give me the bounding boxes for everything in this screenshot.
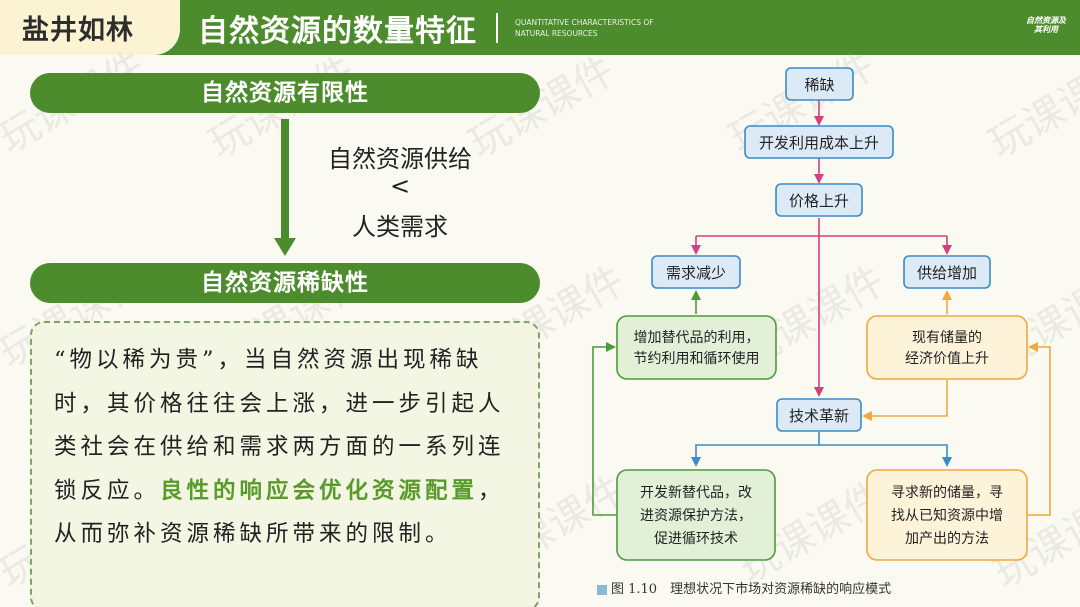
node-scarcity-label: 稀缺 xyxy=(804,76,834,94)
demand-text: 人类需求 xyxy=(352,213,448,241)
page-title: 自然资源的数量特征 xyxy=(198,14,477,49)
node-reserve-line1: 现有储量的 xyxy=(912,330,982,346)
quote-highlight: 良性的响应会优化资源配置 xyxy=(160,477,479,504)
node-demand-down: 需求减少 xyxy=(651,255,741,289)
figure-caption-text: 图 1.10 理想状况下市场对资源稀缺的响应模式 xyxy=(611,582,892,597)
less-than-symbol: < xyxy=(389,172,411,200)
quote-text: “物以稀为贵”，当自然资源出现稀缺时，其价格往往会上涨，进一步引起人类社会在供给… xyxy=(54,347,505,504)
node-price-up-label: 价格上升 xyxy=(789,192,849,210)
node-cost-up-label: 开发利用成本上升 xyxy=(759,134,879,152)
node-seek-line1: 寻求新的储量，寻 xyxy=(891,485,1003,501)
down-arrow-icon xyxy=(274,238,296,256)
figure-caption: 图 1.10 理想状况下市场对资源稀缺的响应模式 xyxy=(597,578,891,597)
node-tech: 技术革新 xyxy=(776,398,862,432)
node-develop-line2: 进资源保护方法， xyxy=(640,508,752,524)
corner-logo: 自然资源及其利用 xyxy=(1026,16,1066,34)
header-bar: 盐井如林 自然资源的数量特征 QUANTITATIVE CHARACTERIST… xyxy=(0,0,1080,55)
arrow-reserve-to-tech xyxy=(862,380,948,421)
node-substitute-line1: 增加替代品的利用， xyxy=(634,330,760,346)
node-develop-substitute: 开发新替代品，改 进资源保护方法， 促进循环技术 xyxy=(616,469,776,561)
node-develop-line1: 开发新替代品，改 xyxy=(640,485,752,501)
author-name: 盐井如林 xyxy=(22,15,134,46)
node-tech-label: 技术革新 xyxy=(789,407,849,425)
node-seek-line3: 加产出的方法 xyxy=(905,531,989,547)
node-cost-up: 开发利用成本上升 xyxy=(744,125,894,159)
supply-text: 自然资源供给 xyxy=(328,145,472,173)
finiteness-pill: 自然资源有限性 xyxy=(30,73,540,113)
quote-text-end: ，从而弥补资源稀缺所带来的限制。 xyxy=(54,477,505,548)
node-reserve-value: 现有储量的 经济价值上升 xyxy=(866,315,1028,380)
node-price-up: 价格上升 xyxy=(775,183,863,217)
quote-paragraph: “物以稀为贵”，当自然资源出现稀缺时，其价格往往会上涨，进一步引起人类社会在供给… xyxy=(54,339,526,557)
node-seek-reserve: 寻求新的储量，寻 找从已知资源中增 加产出的方法 xyxy=(866,469,1028,561)
page-subtitle-en: QUANTITATIVE CHARACTERISTICS OF NATURAL … xyxy=(515,18,654,38)
node-scarcity: 稀缺 xyxy=(785,67,854,101)
node-substitute-line2: 节约利用和循环使用 xyxy=(634,350,760,367)
caption-square-icon xyxy=(597,584,607,595)
author-tab: 盐井如林 xyxy=(0,0,180,55)
node-demand-down-label: 需求减少 xyxy=(666,264,726,282)
node-reserve-line2: 经济价值上升 xyxy=(905,351,989,367)
arrow-tech-to-seek xyxy=(819,444,952,467)
scarcity-pill: 自然资源稀缺性 xyxy=(30,263,540,303)
down-arrow-shaft xyxy=(281,119,289,241)
arrow-tech-to-develop xyxy=(691,432,820,467)
arrow-seek-to-reserve xyxy=(1027,342,1051,516)
node-supply-up: 供给增加 xyxy=(903,255,991,289)
arrow-develop-to-substitute xyxy=(592,342,617,516)
title-divider xyxy=(496,13,498,43)
node-substitute-use: 增加替代品的利用， 节约利用和循环使用 xyxy=(616,315,777,380)
node-develop-line3: 促进循环技术 xyxy=(654,531,738,547)
quote-box xyxy=(30,321,540,607)
node-supply-up-label: 供给增加 xyxy=(917,264,977,282)
node-seek-line2: 找从已知资源中增 xyxy=(891,507,1003,524)
